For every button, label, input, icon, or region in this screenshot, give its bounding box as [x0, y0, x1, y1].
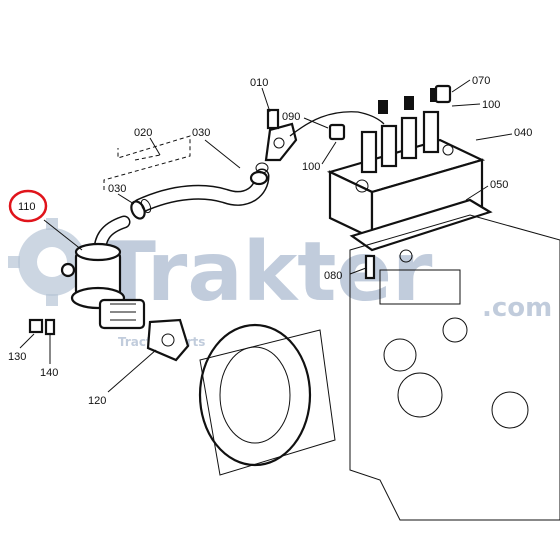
callout-140: 140: [40, 367, 58, 379]
gear-logo-icon: [8, 218, 96, 306]
washer-090: [328, 123, 346, 141]
callout-010: 010: [250, 77, 268, 89]
stud-080: [364, 254, 376, 280]
callout-100-right: 100: [482, 99, 500, 111]
callout-040: 040: [514, 127, 532, 139]
engine-block: [349, 214, 560, 521]
callout-100-left: 100: [302, 161, 320, 173]
hose-clamp-lower: [130, 198, 152, 220]
callout-070: 070: [472, 75, 490, 87]
bolt-070: [434, 84, 452, 104]
leader-lines: [19, 79, 513, 393]
callout-120: 120: [88, 395, 106, 407]
hose-clamp-upper: [249, 162, 269, 186]
fuel-feed-pump: [60, 242, 146, 330]
callout-130: 130: [8, 351, 26, 363]
highlight-ring-110: [8, 189, 48, 223]
nut-130: [28, 318, 44, 334]
fuel-hose-upper: [132, 168, 270, 214]
callout-labels: 010 020 030 030 040 050 070 080 090 100 …: [8, 75, 532, 407]
callout-030-lower: 030: [108, 183, 126, 195]
callout-080: 080: [324, 270, 342, 282]
injection-nozzles: [360, 88, 440, 174]
callout-090: 090: [282, 111, 300, 123]
callout-050: 050: [490, 179, 508, 191]
assembly-guide-lines: [103, 135, 191, 190]
pump-gasket-120: [146, 318, 190, 362]
gear-housing: [198, 323, 336, 476]
watermark-domain: .com: [482, 293, 552, 323]
return-pipe: [289, 111, 385, 137]
callout-030-upper: 030: [192, 127, 210, 139]
washer-140: [44, 318, 56, 336]
callout-110: 110: [18, 201, 36, 213]
callout-020: 020: [134, 127, 152, 139]
banjo-fitting: [264, 108, 298, 162]
